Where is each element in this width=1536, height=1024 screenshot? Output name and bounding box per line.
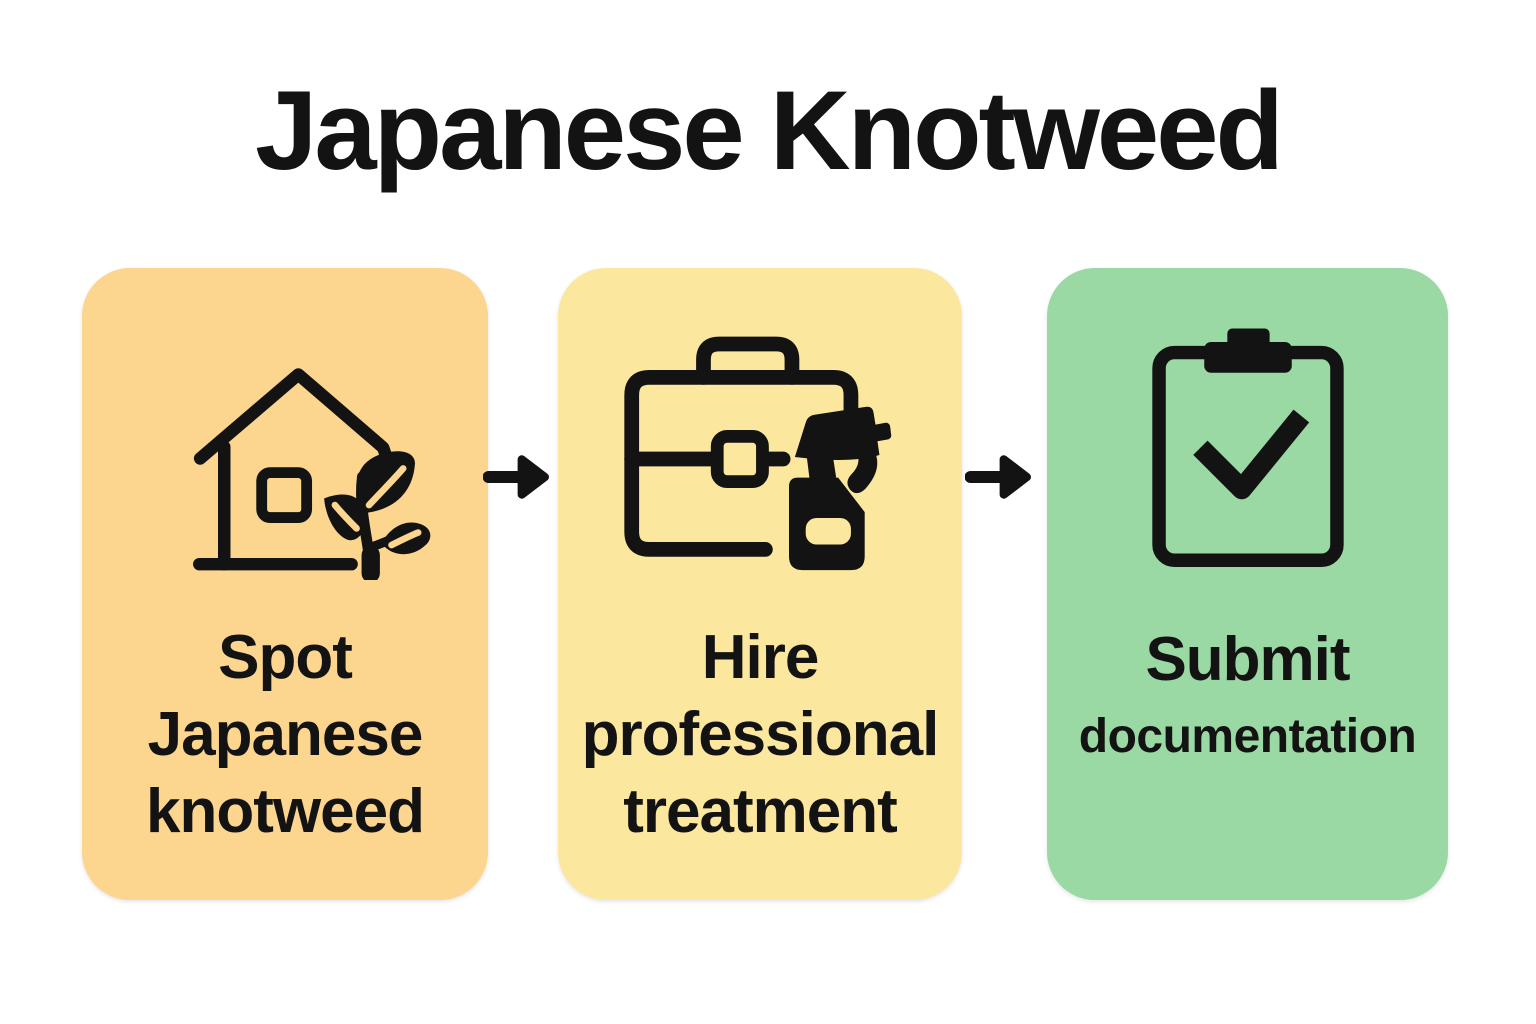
- step-label-line: treatment: [623, 777, 898, 846]
- arrow-right-icon: [965, 445, 1037, 509]
- step-card-hire-treatment: Hire professional treatment: [558, 268, 962, 900]
- toolbox-spray-bottle-icon: [615, 328, 905, 589]
- page-title: Japanese Knotweed: [255, 68, 1284, 193]
- step-label-line: Hire: [701, 623, 820, 692]
- step-label-line: Spot: [218, 623, 353, 692]
- step-label-line: Submit: [1145, 625, 1350, 694]
- step-card-spot-knotweed: Spot Japanese knotweed: [82, 268, 488, 900]
- clipboard-check-icon: [1144, 317, 1351, 567]
- step-label: Submit documentation: [1047, 621, 1448, 775]
- arrow-right-icon: [483, 445, 555, 509]
- step-label-line: professional: [581, 700, 940, 769]
- step-label-line: knotweed: [146, 777, 425, 846]
- step-label: Spot Japanese knotweed: [82, 619, 488, 850]
- step-label-line: Japanese: [147, 700, 424, 769]
- step-label: Hire professional treatment: [558, 619, 962, 850]
- house-with-plant-icon: [135, 322, 435, 580]
- step-label-line: documentation: [1078, 710, 1417, 763]
- step-card-submit-documentation: Submit documentation: [1047, 268, 1448, 900]
